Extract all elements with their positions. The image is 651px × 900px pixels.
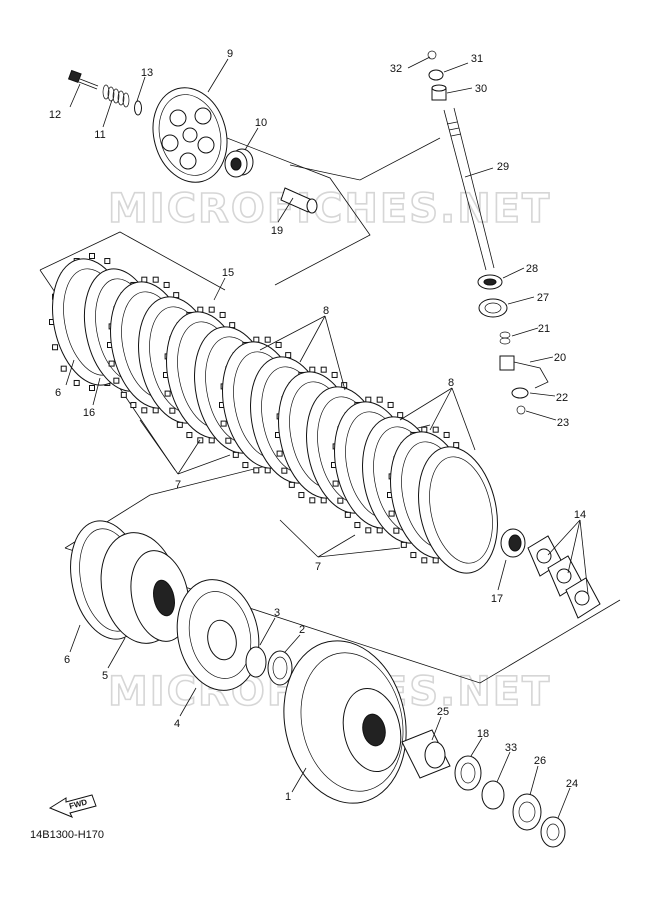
pressure-plate-4 [176,579,260,691]
callout-28: 28 [526,263,538,275]
callout-25: 25 [437,706,449,718]
callout-17: 17 [491,593,503,605]
clutch-plate [418,446,498,574]
clutch-boss-5 [100,532,190,644]
callout-22: 22 [556,392,568,404]
gear-26 [512,793,542,831]
clutch-boss-group [70,520,566,848]
bearing-10 [224,148,254,178]
callout-5: 5 [102,670,108,682]
plate-inner-ring [429,456,493,564]
washer-3 [245,646,267,678]
callout-7-upper: 7 [175,479,181,491]
callout-21: 21 [538,323,550,335]
callout-18: 18 [477,728,489,740]
pressure-plate-group [67,69,318,214]
primary-driven-gear-1 [283,640,407,804]
spring-21 [499,331,511,345]
oil-seal-27 [478,298,508,318]
plate-washer-2 [267,650,293,686]
callout-23: 23 [557,417,569,429]
callout-3: 3 [274,607,280,619]
nut-17 [500,528,526,558]
callout-7-lower: 7 [315,561,321,573]
push-lever-group [427,50,549,415]
callout-8-lower: 8 [448,377,454,389]
washer-24 [540,816,566,848]
sleeve-25 [401,729,451,779]
callout-33: 33 [505,742,517,754]
bearing-30 [431,84,447,101]
fwd-arrow-icon: FWD [48,794,97,818]
callout-13: 13 [141,67,153,79]
lock-washers-14 [527,535,601,619]
callout-1: 1 [285,791,291,803]
callout-12: 12 [49,109,61,121]
callout-15: 15 [222,267,234,279]
callout-26: 26 [534,755,546,767]
drawing-code: 14B1300-H170 [30,829,104,841]
callout-31: 31 [471,53,483,65]
washer-31 [428,69,444,81]
callout-16: 16 [83,407,95,419]
push-rod-19 [280,187,318,214]
callout-11: 11 [94,129,105,141]
circlip-23 [516,405,526,415]
callout-6-upper: 6 [55,387,61,399]
bearing-28 [477,274,503,290]
watermark-top: MICROFICHES.NET [108,186,551,232]
callout-labels: 1 2 3 4 5 6 6 7 7 8 8 9 10 11 12 13 14 1… [49,48,586,803]
callout-4: 4 [174,718,180,730]
callout-27: 27 [537,292,549,304]
callout-30: 30 [475,83,487,95]
callout-20: 20 [554,352,566,364]
leader-lines [65,56,589,819]
clutch-plate-stack [49,253,498,574]
callout-14: 14 [574,509,586,521]
callout-24: 24 [566,778,578,790]
washer-13 [134,100,142,116]
callout-2: 2 [299,624,305,636]
callout-19: 19 [271,225,283,237]
needle-bearing-18 [454,755,482,791]
bolt-12 [67,69,99,90]
pressure-plate-9 [152,87,228,183]
callout-8-upper: 8 [323,305,329,317]
callout-29: 29 [497,161,509,173]
shaft-29 [443,107,495,271]
washer-22 [511,387,529,399]
callout-10: 10 [255,117,267,129]
callout-6-lower: 6 [64,654,70,666]
lever-20 [499,355,549,389]
spring-11 [102,84,130,108]
ring-33 [481,780,505,810]
callout-32: 32 [390,63,402,75]
circlip-32 [427,50,437,60]
callout-9: 9 [227,48,233,60]
